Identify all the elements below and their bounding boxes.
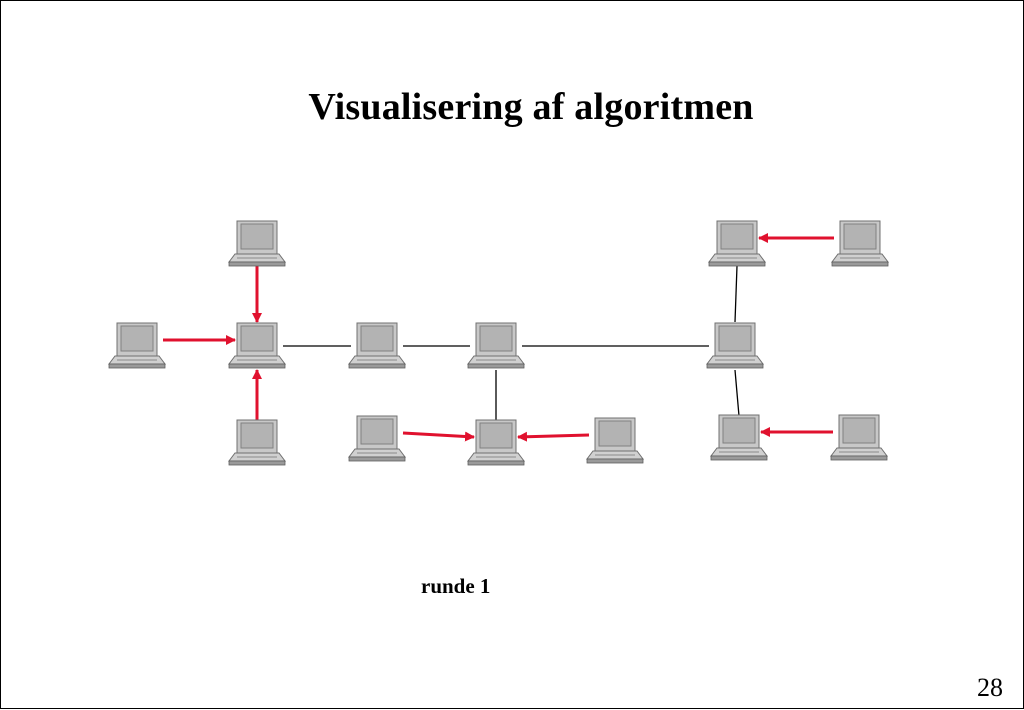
laptop-icon	[830, 414, 888, 461]
laptop-icon	[228, 419, 286, 466]
laptop-icon	[108, 322, 166, 369]
link-line	[734, 265, 738, 323]
laptop-icon	[706, 322, 764, 369]
slide-title: Visualisering af algoritmen	[308, 86, 754, 128]
laptop-icon	[708, 220, 766, 267]
arrows-layer	[163, 233, 834, 442]
round-caption: runde 1	[421, 574, 491, 598]
red-arrow	[517, 431, 590, 442]
nodes-layer	[108, 220, 889, 466]
laptop-icon	[348, 322, 406, 369]
laptop-icon	[710, 414, 768, 461]
laptop-icon	[228, 220, 286, 267]
laptop-icon	[348, 415, 406, 462]
page-number: 28	[977, 673, 1003, 702]
laptop-icon	[467, 322, 525, 369]
links-layer	[283, 265, 740, 421]
laptop-icon	[228, 322, 286, 369]
laptop-icon	[831, 220, 889, 267]
laptop-icon	[586, 417, 644, 464]
link-line	[734, 369, 740, 417]
laptop-icon	[467, 419, 525, 466]
red-arrow	[402, 431, 475, 442]
